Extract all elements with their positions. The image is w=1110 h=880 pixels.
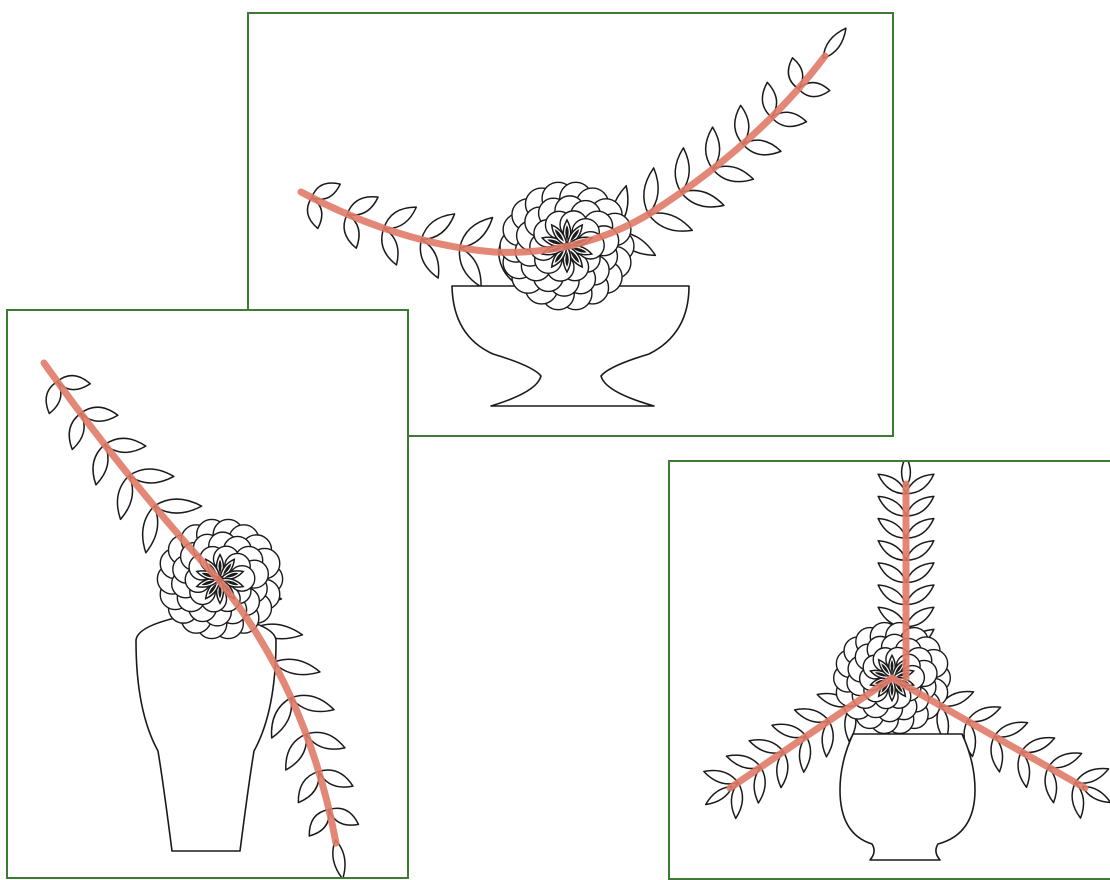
round-pot-vase-icon [840,734,975,860]
triangle-arrangement-panel [668,460,1110,880]
diagonal-arrangement-drawing [8,311,409,879]
diagonal-arrangement-panel [6,309,409,879]
triangle-arrangement-drawing [670,462,1110,880]
tall-vase-icon [136,616,276,851]
leaf-icon [330,839,348,879]
